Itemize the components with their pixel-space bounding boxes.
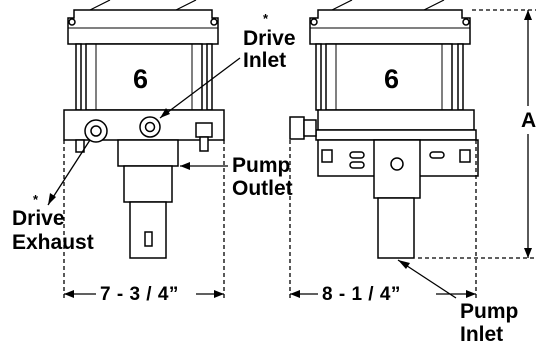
left-pump-body bbox=[117, 139, 179, 167]
right-tie-rod bbox=[457, 43, 464, 111]
left-tie-rod bbox=[206, 43, 213, 111]
pump-outlet-label-line1: Pump bbox=[232, 154, 291, 177]
right-side-fitting bbox=[289, 116, 305, 140]
drive-exhaust-label-line1: Drive bbox=[12, 207, 65, 230]
left-pump-barrel bbox=[123, 165, 173, 203]
left-width-dimension-label: 7 - 3 / 4” bbox=[100, 284, 179, 305]
left-view-number: 6 bbox=[133, 64, 149, 94]
right-side-view bbox=[289, 0, 479, 259]
height-dimension bbox=[418, 9, 536, 259]
right-width-dimension-label: 8 - 1 / 4” bbox=[322, 284, 401, 305]
pump-inlet-label-line2: Inlet bbox=[460, 323, 504, 346]
pump-inlet-label-line1: Pump bbox=[460, 300, 519, 323]
right-pump-nozzle bbox=[377, 197, 415, 259]
drive-inlet-asterisk: * bbox=[263, 11, 269, 26]
right-view-number: 6 bbox=[384, 64, 400, 94]
right-tie-rod bbox=[315, 43, 322, 111]
drive-exhaust-leader bbox=[47, 139, 91, 206]
left-tie-rod bbox=[75, 43, 82, 111]
left-front-view bbox=[63, 0, 225, 259]
drive-inlet-label-line1: Drive bbox=[243, 27, 296, 50]
right-base-flange bbox=[317, 109, 475, 131]
drive-exhaust-asterisk: * bbox=[33, 192, 39, 207]
drive-inlet-leader bbox=[159, 57, 241, 119]
pump-outlet-label-line2: Outlet bbox=[232, 177, 293, 200]
right-width-dimension bbox=[289, 140, 477, 300]
left-pump-nozzle bbox=[129, 201, 167, 259]
height-dimension-label: A bbox=[521, 109, 537, 132]
left-width-dimension bbox=[63, 140, 225, 300]
right-top-cap bbox=[309, 9, 471, 45]
drive-exhaust-label-line2: Exhaust bbox=[12, 231, 94, 254]
left-top-cap bbox=[67, 9, 219, 45]
drive-inlet-label-line2: Inlet bbox=[243, 49, 287, 72]
